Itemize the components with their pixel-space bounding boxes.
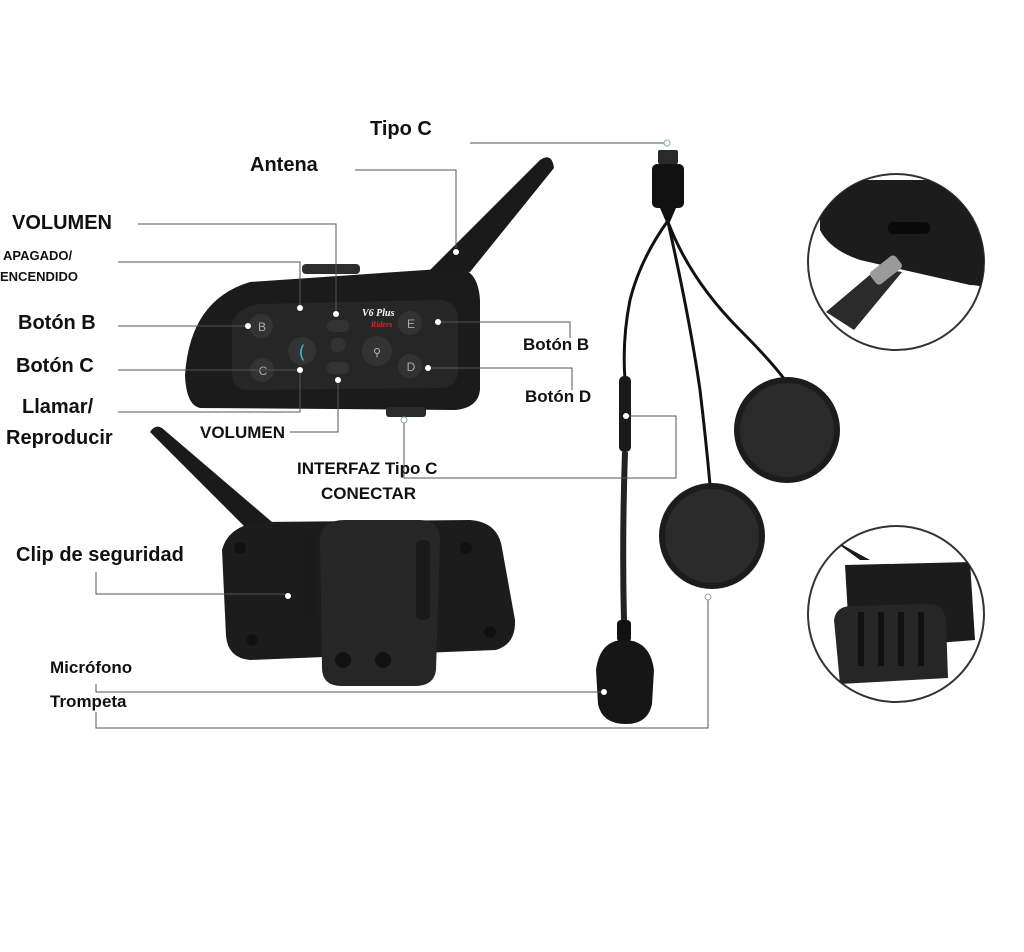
leader-clip [95, 572, 288, 595]
button-c-left-key: C [259, 364, 268, 378]
power-button[interactable] [302, 264, 360, 274]
leader-llamar [118, 372, 301, 413]
leader-lines [95, 142, 709, 729]
leader-boton-b-right [438, 321, 571, 338]
leader-boton-d [428, 367, 573, 390]
clip-screw-right [375, 652, 391, 668]
label-clip: Clip de seguridad [16, 544, 184, 566]
label-trompeta: Trompeta [50, 692, 127, 711]
button-b-left[interactable] [249, 314, 273, 338]
headset-assembly [596, 150, 840, 724]
antenna [430, 157, 554, 272]
body-screw-1 [234, 542, 246, 554]
call-button[interactable] [288, 337, 316, 365]
clip-slot-left [303, 535, 317, 615]
volume-up-button[interactable] [327, 320, 349, 332]
cable-mic [622, 221, 669, 381]
leader-trompeta [95, 597, 709, 729]
label-boton-b-left: Botón B [18, 312, 96, 334]
usb-c-tip [658, 150, 678, 164]
cable-boot [660, 208, 676, 222]
detail-clip-closeup [807, 525, 985, 703]
leader-interfaz [403, 415, 677, 479]
label-antena: Antena [250, 154, 318, 176]
volume-mid-button[interactable] [331, 338, 345, 352]
button-d[interactable] [398, 354, 422, 378]
leader-antena [355, 169, 457, 248]
label-conectar: CONECTAR [321, 484, 417, 503]
intercom-back-unit [150, 426, 516, 686]
volume-down-button[interactable] [327, 362, 349, 374]
label-llamar: Llamar/ [22, 396, 94, 418]
body-screw-2 [460, 542, 472, 554]
label-encendido: ENCENDIDO [0, 269, 79, 284]
mic-neck [617, 620, 631, 642]
marker-rings [400, 139, 712, 601]
button-b-left-key: B [258, 320, 266, 334]
label-volumen-top: VOLUMEN [12, 212, 112, 234]
label-boton-b-right: Botón B [523, 335, 590, 354]
usb-c-port [386, 407, 426, 417]
button-e[interactable] [398, 311, 422, 335]
intercom-front-unit: B C ( ⚲ E D V6 Plus Riders [185, 157, 554, 417]
leader-volumen-bottom [290, 380, 339, 433]
detail-usb-closeup [807, 173, 985, 351]
marker-dots [245, 249, 629, 695]
cable-speaker-left [666, 221, 712, 486]
button-d-key: D [407, 360, 416, 374]
button-e-key: E [407, 317, 415, 331]
boom-arm [620, 451, 628, 623]
label-microfono: Micrófono [50, 658, 133, 677]
back-antenna [150, 426, 272, 532]
safety-clip [320, 520, 440, 686]
microphone-foam [596, 640, 654, 724]
usb-c-plug [652, 164, 684, 208]
label-boton-c: Botón C [16, 355, 94, 377]
body-screw-4 [484, 626, 496, 638]
clip-screw-left [335, 652, 351, 668]
speaker-left-grille [665, 489, 759, 583]
leader-microfono [95, 684, 604, 693]
label-volumen-bottom: VOLUMEN [200, 423, 285, 442]
label-apagado: APAGADO/ [3, 248, 73, 263]
label-tipo-c: Tipo C [370, 118, 432, 140]
speaker-right-grille [740, 383, 834, 477]
leader-apagado [118, 261, 301, 306]
cable-speaker-right [666, 221, 787, 381]
rider-button[interactable] [362, 336, 392, 366]
body-screw-3 [246, 634, 258, 646]
motorbike-icon: ⚲ [373, 346, 381, 359]
call-icon: ( [298, 342, 305, 363]
leader-volumen-top [138, 223, 337, 312]
label-reproducir: Reproducir [6, 427, 113, 449]
label-boton-d: Botón D [525, 387, 592, 406]
model-text: V6 Plus [362, 308, 395, 319]
label-interfaz: INTERFAZ Tipo C [297, 459, 438, 478]
clip-slot-right [416, 540, 430, 620]
brand-text: Riders [370, 320, 392, 329]
